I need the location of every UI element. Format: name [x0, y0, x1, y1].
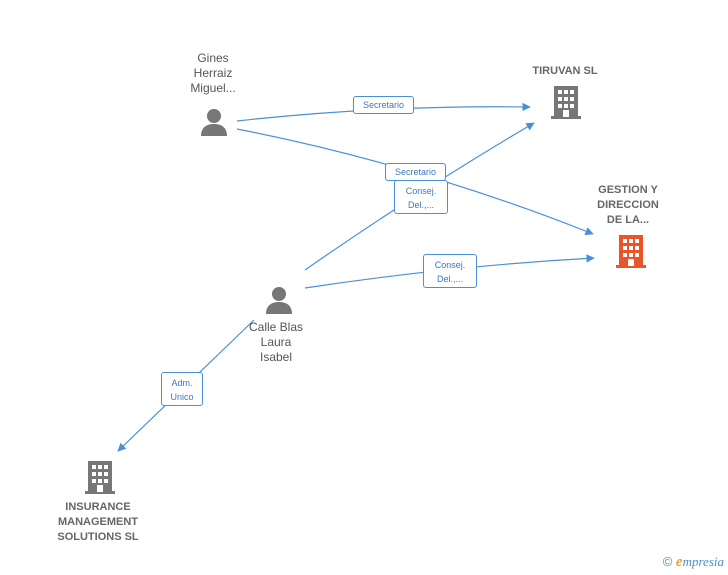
edge-label-line: Unico [170, 392, 194, 402]
label-line: Miguel... [190, 81, 236, 95]
person-icon[interactable] [264, 285, 294, 315]
company-label-tiruvan[interactable]: TIRUVAN SL [520, 64, 610, 79]
label-line: DIRECCION [597, 199, 659, 211]
brand-logo: empresia [675, 554, 724, 570]
edge-label-line: Del.,... [407, 200, 434, 210]
label-line: GESTION Y [598, 184, 658, 196]
label-line: INSURANCE [65, 501, 131, 513]
edge-label-secretario[interactable]: Secretario [385, 163, 446, 181]
copyright-icon: © [662, 554, 673, 569]
building-icon[interactable] [615, 233, 647, 269]
label-line: DE LA... [606, 214, 650, 226]
person-label-calle[interactable]: Calle Blas Laura Isabel [236, 320, 316, 365]
building-icon[interactable] [84, 459, 116, 495]
label-line: SOLUTIONS SL [57, 531, 139, 543]
label-line: TIRUVAN SL [532, 65, 598, 77]
edge-label-line: Secretario [394, 167, 437, 177]
label-line: Isabel [259, 350, 293, 364]
brand-logo-initial: e [675, 554, 683, 570]
label-line: MANAGEMENT [57, 516, 139, 528]
person-label-gines[interactable]: Gines Herraiz Miguel... [173, 51, 253, 96]
edge-label-consej-del[interactable]: Consej. Del.,... [394, 180, 448, 214]
edge-label-line: Secretario [362, 100, 405, 110]
label-line: Calle Blas [248, 320, 304, 334]
edge-label-secretario[interactable]: Secretario [353, 96, 414, 114]
edge-label-line: Adm. [171, 378, 193, 388]
edge-label-line: Consej. [405, 186, 437, 196]
brand-logo-text: mpresia [682, 554, 724, 569]
person-icon[interactable] [199, 107, 229, 137]
label-line: Laura [260, 335, 292, 349]
company-label-gestion[interactable]: GESTION Y DIRECCION DE LA... [583, 183, 673, 228]
footer-brand: © empresia [663, 554, 724, 571]
company-label-insurance[interactable]: INSURANCE MANAGEMENT SOLUTIONS SL [46, 500, 150, 545]
edge-label-adm-unico[interactable]: Adm. Unico [161, 372, 203, 406]
label-line: Herraiz [193, 66, 233, 80]
label-line: Gines [197, 51, 229, 65]
edge-label-line: Consej. [434, 260, 466, 270]
edge-label-consej-del[interactable]: Consej. Del.,... [423, 254, 477, 288]
building-icon[interactable] [550, 84, 582, 120]
edge-label-line: Del.,... [436, 274, 463, 284]
